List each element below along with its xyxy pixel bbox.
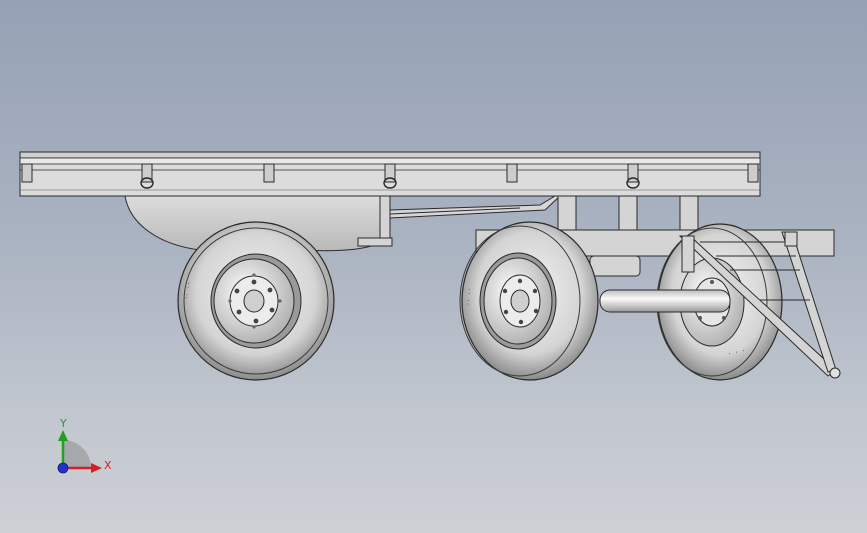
svg-text:·· ··: ·· ·· bbox=[465, 288, 474, 307]
svg-text:·· ··: ·· ·· bbox=[183, 281, 193, 300]
triad-plane bbox=[63, 440, 91, 468]
wheel-rear-trailer[interactable]: ·· ·· bbox=[177, 221, 335, 381]
stake-pockets bbox=[21, 163, 759, 183]
reference-triad[interactable]: Y X bbox=[57, 417, 112, 474]
triad-y-label: Y bbox=[59, 417, 67, 430]
drawbar[interactable] bbox=[678, 231, 841, 379]
triad-z-axis bbox=[57, 462, 69, 474]
dolly-axle[interactable] bbox=[599, 289, 731, 313]
tie-down-rings bbox=[140, 177, 640, 189]
triad-x-label: X bbox=[104, 459, 112, 472]
lug-nuts bbox=[234, 279, 275, 324]
wheel-front-dolly[interactable]: ·· ·· bbox=[459, 221, 599, 381]
svg-text:· · ·: · · · bbox=[727, 347, 746, 358]
linkage-rods[interactable] bbox=[389, 195, 562, 219]
flatbed-deck[interactable] bbox=[19, 151, 761, 197]
